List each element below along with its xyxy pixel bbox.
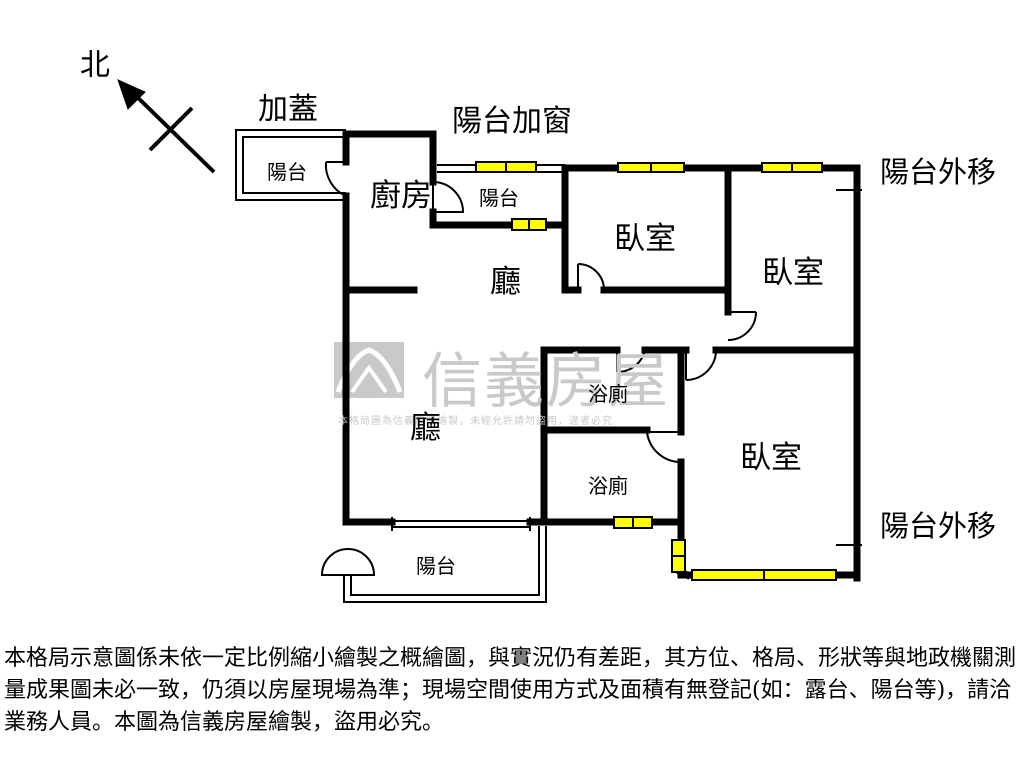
room-bath-2: 浴廁 [588, 474, 628, 498]
watermark-fine-print: 本格局圖為信義房屋繪製，未經允許請勿盜用，違者必究 [338, 416, 613, 427]
doors [320, 161, 757, 576]
room-balcony-front: 陽台 [416, 554, 456, 578]
room-kitchen: 廚房 [370, 178, 432, 214]
room-living-top: 廳 [490, 264, 521, 300]
note-balcony-window: 陽台加窗 [452, 104, 572, 139]
walls [342, 130, 861, 582]
room-living-main: 廳 [410, 410, 441, 446]
balcony-railings [235, 129, 862, 603]
north-arrow-icon [117, 79, 216, 174]
watermark-brand: 信義房屋 [422, 347, 670, 417]
compass-label: 北 [80, 48, 110, 83]
note-balcony-out-bottom: 陽台外移 [880, 509, 997, 543]
room-bath-1: 浴廁 [588, 382, 628, 406]
room-bedroom-3: 臥室 [740, 440, 802, 476]
note-balcony-out-top: 陽台外移 [880, 155, 997, 189]
windows [475, 161, 837, 581]
room-balcony-kitchen: 陽台 [267, 160, 307, 184]
room-balcony-back: 陽台 [479, 186, 519, 210]
room-bedroom-2: 臥室 [762, 255, 824, 291]
room-bedroom-1: 臥室 [614, 221, 676, 257]
disclaimer-text: 本格局示意圖係未依一定比例縮小繪製之概繪圖，與實況仍有差距，其方位、格局、形狀等… [4, 646, 1017, 735]
note-roof-added: 加蓋 [258, 92, 318, 127]
